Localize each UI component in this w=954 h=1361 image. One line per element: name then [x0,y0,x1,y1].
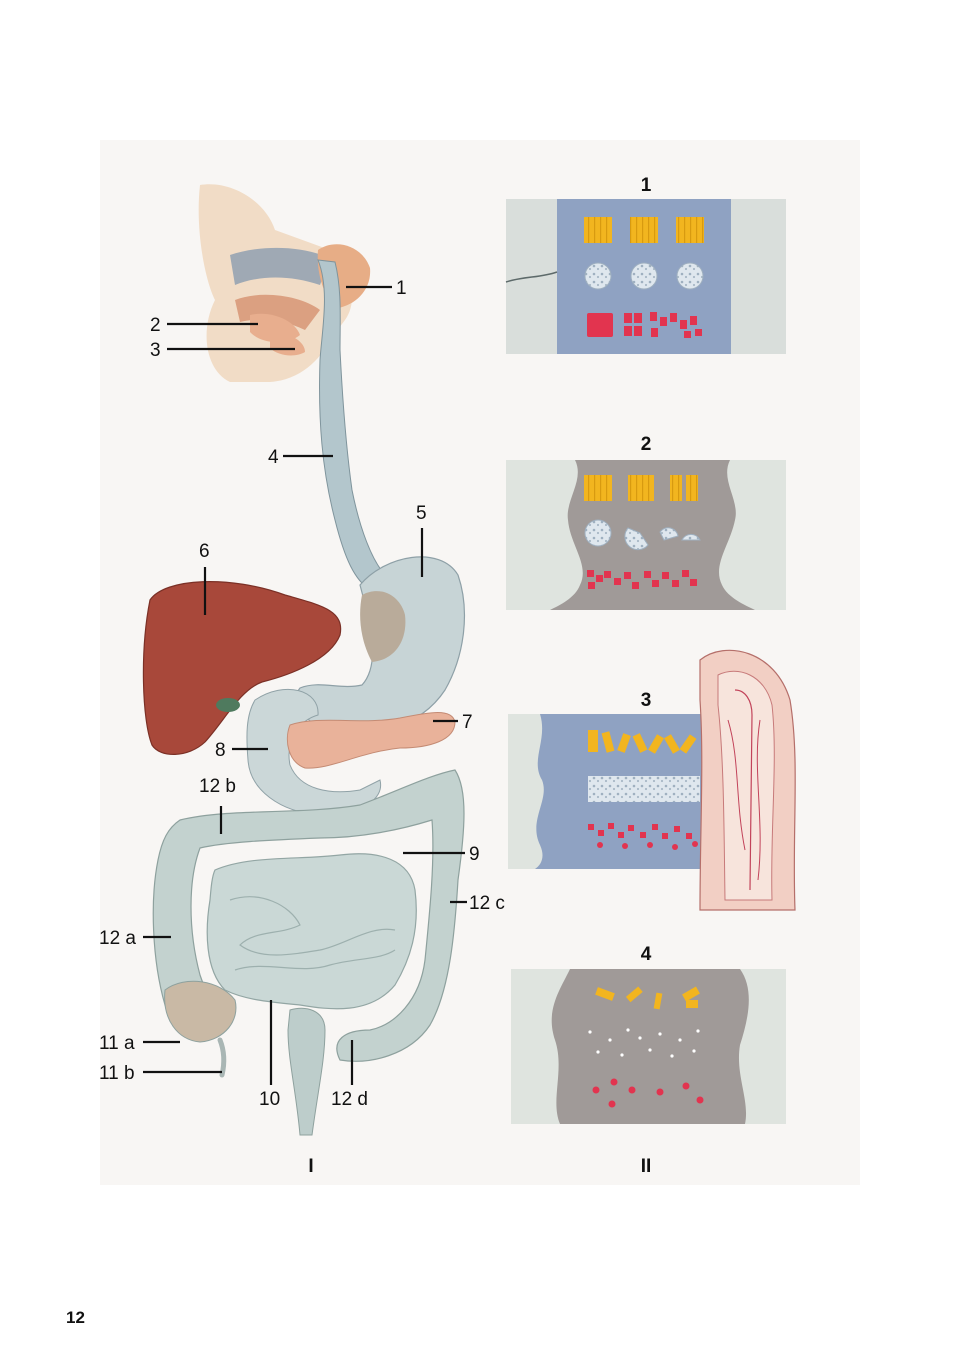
panel-3: 3 [508,649,796,911]
pancreas [286,712,456,769]
label-12d: 12 d [331,1089,368,1110]
roman-label-II: II [641,1156,652,1177]
label-4: 4 [268,447,279,468]
panel-2: 2 [506,434,786,610]
label-7: 7 [462,712,473,733]
label-12a: 12 a [99,928,136,949]
panel-2-number: 2 [641,434,652,455]
label-12b: 12 b [199,776,236,797]
duodenum [246,688,382,816]
leader-lines [143,285,467,1085]
head-section [198,184,353,382]
label-11b: 11 b [99,1063,135,1084]
tongue [235,294,320,330]
palate [230,247,330,285]
label-10: 10 [259,1089,280,1110]
panel-4-number: 4 [641,944,652,965]
label-2: 2 [150,315,161,336]
panel-1: 1 [505,175,786,354]
label-12c: 12 c [469,893,505,914]
caecum [164,980,237,1043]
panel-3-number: 3 [641,690,652,711]
page-number: 12 [66,1308,85,1327]
small-intestine [206,853,417,1010]
panel-4: 4 [511,944,786,1124]
rectum [287,1007,326,1136]
anatomy-labels: 1 2 3 4 5 6 7 8 9 10 11 a 11 b 12 a 12 b… [99,278,505,1177]
label-5: 5 [416,503,427,524]
label-9: 9 [469,844,480,865]
label-3: 3 [150,340,161,361]
panel-1-number: 1 [641,175,652,196]
anatomy-illustration [142,184,466,1136]
stomach-interior [360,591,406,662]
label-6: 6 [199,541,210,562]
label-1: 1 [396,278,407,299]
liver [142,581,342,755]
gallbladder [216,698,240,712]
label-11a: 11 a [99,1033,135,1054]
appendix [217,1037,227,1078]
roman-label-I: I [308,1156,313,1177]
label-8: 8 [215,740,226,761]
